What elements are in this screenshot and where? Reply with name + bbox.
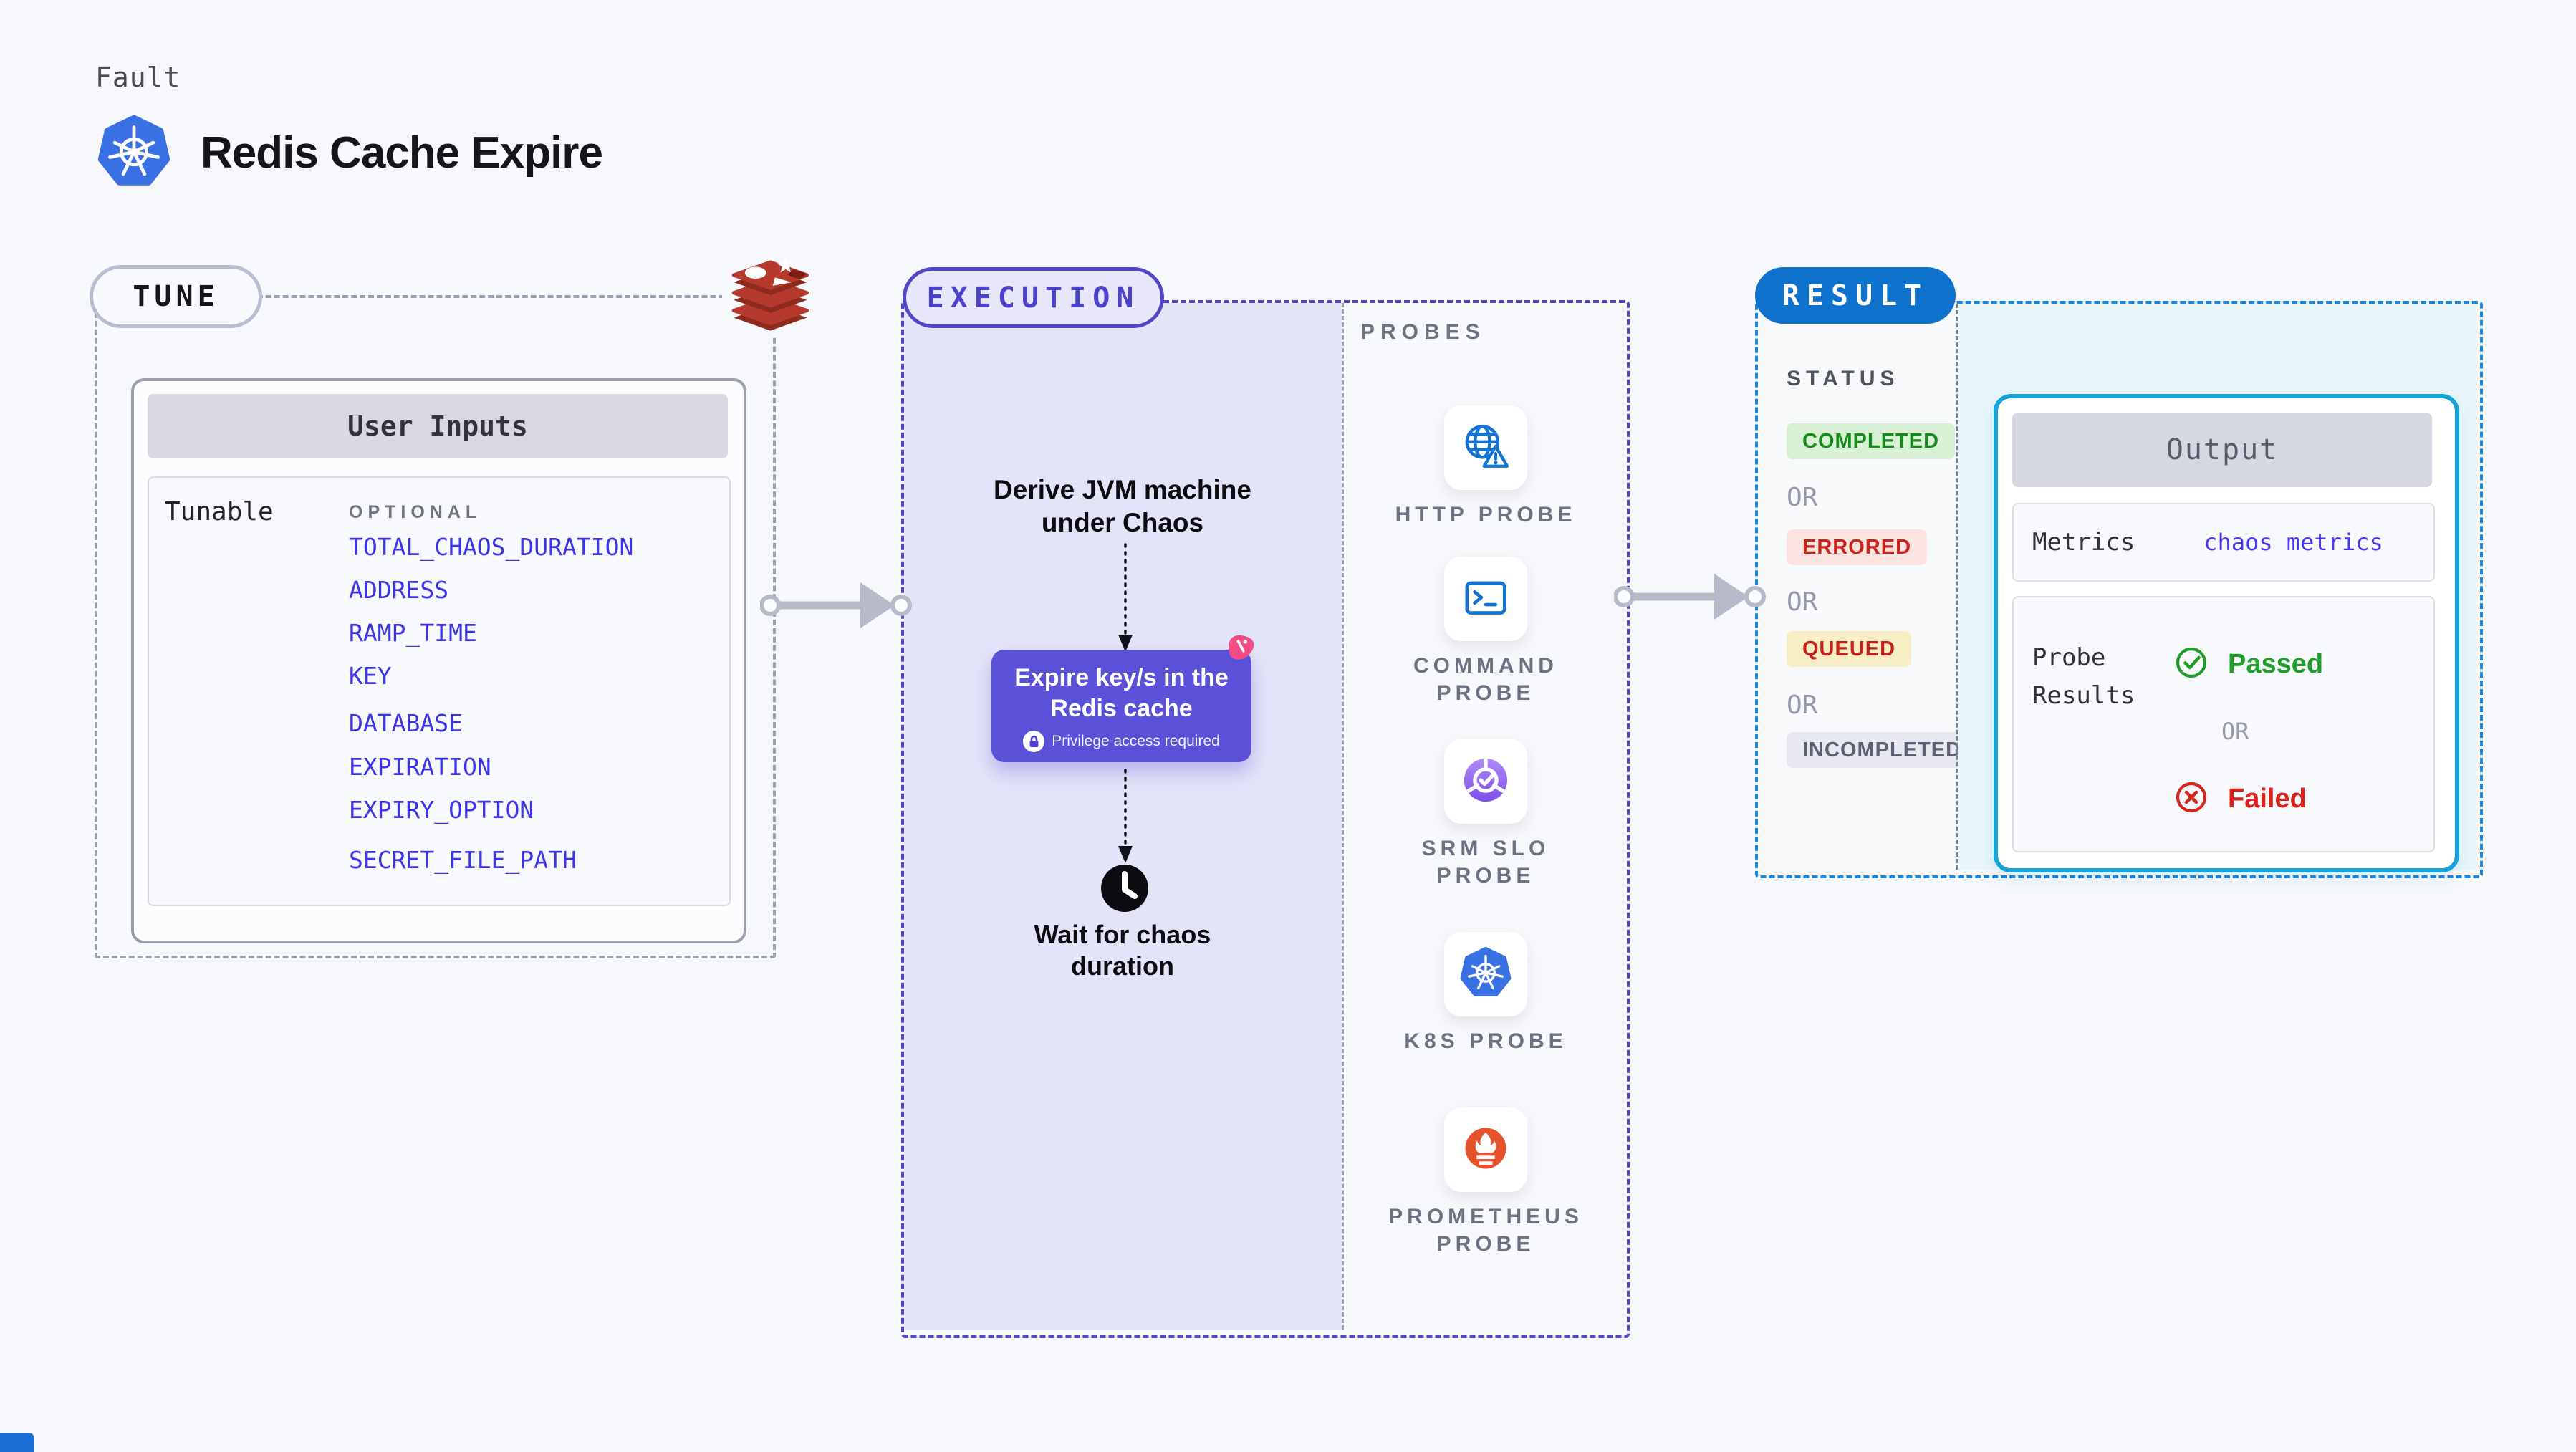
tune-section: User Inputs Tunable OPTIONAL TOTAL_CHAOS… [95,295,776,958]
terminal-icon [1459,571,1512,628]
execution-section: Derive JVM machine under Chaos Expire ke… [901,300,1630,1338]
failed-result: Failed [2175,781,2307,817]
execution-pill: EXECUTION [903,267,1164,328]
or-label: OR [1787,483,1818,512]
command-probe-card [1444,557,1527,641]
status-badge-errored: ERRORED [1787,529,1928,565]
probe-results-label: Probe Results [2032,643,2135,710]
globe-alert-icon [1459,420,1512,476]
or-label: OR [1787,587,1818,617]
check-circle-icon [2175,646,2208,683]
prometheus-probe-label: PROMETHEUS PROBE [1388,1205,1583,1256]
optional-column-label: OPTIONAL [349,502,482,522]
passed-result: Passed [2175,646,2323,683]
or-label: OR [1787,691,1818,720]
tune-pill: TUNE [90,265,262,328]
fault-eyebrow: Fault [95,62,181,93]
prometheus-icon [1458,1121,1513,1179]
status-column: STATUS COMPLETED OR ERRORED OR QUEUED OR… [1758,304,1978,870]
kubernetes-icon [95,115,173,189]
param-total-chaos-duration[interactable]: TOTAL_CHAOS_DURATION [349,533,634,561]
privilege-chip-text: Privilege access required [1052,733,1220,749]
tunable-label: Tunable [165,497,274,527]
litmus-icon [1226,633,1258,664]
param-database[interactable]: DATABASE [349,709,463,737]
tune-to-execution-arrow [760,582,912,628]
probes-divider [1342,303,1344,1330]
metrics-row: Metrics chaos metrics [2012,503,2435,582]
status-badge-incompleted: INCOMPLETED [1787,732,1978,768]
http-probe-label: HTTP PROBE [1395,503,1577,527]
k8s-probe-label: K8S PROBE [1404,1029,1567,1053]
user-inputs-card: User Inputs Tunable OPTIONAL TOTAL_CHAOS… [131,378,746,943]
redis-icon [722,249,821,335]
wait-step-text: Wait for chaos duration [1034,920,1211,981]
srm-slo-probe-label: SRM SLO PROBE [1421,837,1550,888]
flow-down-arrow-1 [1118,543,1133,652]
command-probe-label: COMMAND PROBE [1413,654,1558,705]
or-label: OR [2221,718,2249,745]
chaos-action-text: Expire key/s in the Redis cache [1014,664,1229,722]
param-address[interactable]: ADDRESS [349,576,449,604]
prometheus-probe-card [1444,1107,1527,1192]
lock-icon [1023,731,1045,752]
probes-section: PROBES HTTP PROBE [1345,303,1627,1330]
bottom-left-chrome [0,1433,34,1452]
result-pill: RESULT [1755,267,1956,324]
result-section: STATUS COMPLETED OR ERRORED OR QUEUED OR… [1755,301,2483,878]
output-card: Output Metrics chaos metrics Probe Resul… [1994,394,2459,872]
param-secret-file-path[interactable]: SECRET_FILE_PATH [349,846,577,874]
status-title: STATUS [1787,367,1900,390]
probes-title: PROBES [1360,320,1486,344]
metrics-value[interactable]: chaos metrics [2203,529,2383,556]
derive-step-text: Derive JVM machine under Chaos [994,475,1251,537]
chaos-action-box[interactable]: Expire key/s in the Redis cache Privileg… [991,650,1251,762]
failed-label: Failed [2228,784,2307,814]
http-probe-card [1444,405,1527,490]
passed-label: Passed [2228,649,2324,679]
execution-to-result-arrow [1614,574,1766,620]
metrics-label: Metrics [2032,528,2135,557]
output-title: Output [2012,413,2432,487]
srm-slo-probe-card [1444,739,1527,824]
result-divider [1956,304,1958,870]
param-expiration[interactable]: EXPIRATION [349,753,491,781]
clock-icon [1100,863,1150,913]
param-ramp-time[interactable]: RAMP_TIME [349,619,477,647]
execution-flow-area: Derive JVM machine under Chaos Expire ke… [904,303,1342,1330]
param-key[interactable]: KEY [349,662,392,690]
flow-down-arrow-2 [1118,769,1133,863]
page-title: Redis Cache Expire [201,128,603,178]
user-inputs-panel: Tunable OPTIONAL TOTAL_CHAOS_DURATION AD… [148,476,731,906]
slo-check-icon [1458,753,1513,811]
status-badge-queued: QUEUED [1787,631,1912,667]
privilege-chip: Privilege access required [991,731,1251,752]
param-expiry-option[interactable]: EXPIRY_OPTION [349,796,534,824]
user-inputs-title: User Inputs [148,394,728,458]
kubernetes-icon [1458,946,1514,1004]
k8s-probe-card [1444,932,1527,1016]
probe-results-row: Probe Results Passed OR [2012,596,2435,852]
x-circle-icon [2175,781,2208,817]
status-badge-completed: COMPLETED [1787,423,1956,459]
